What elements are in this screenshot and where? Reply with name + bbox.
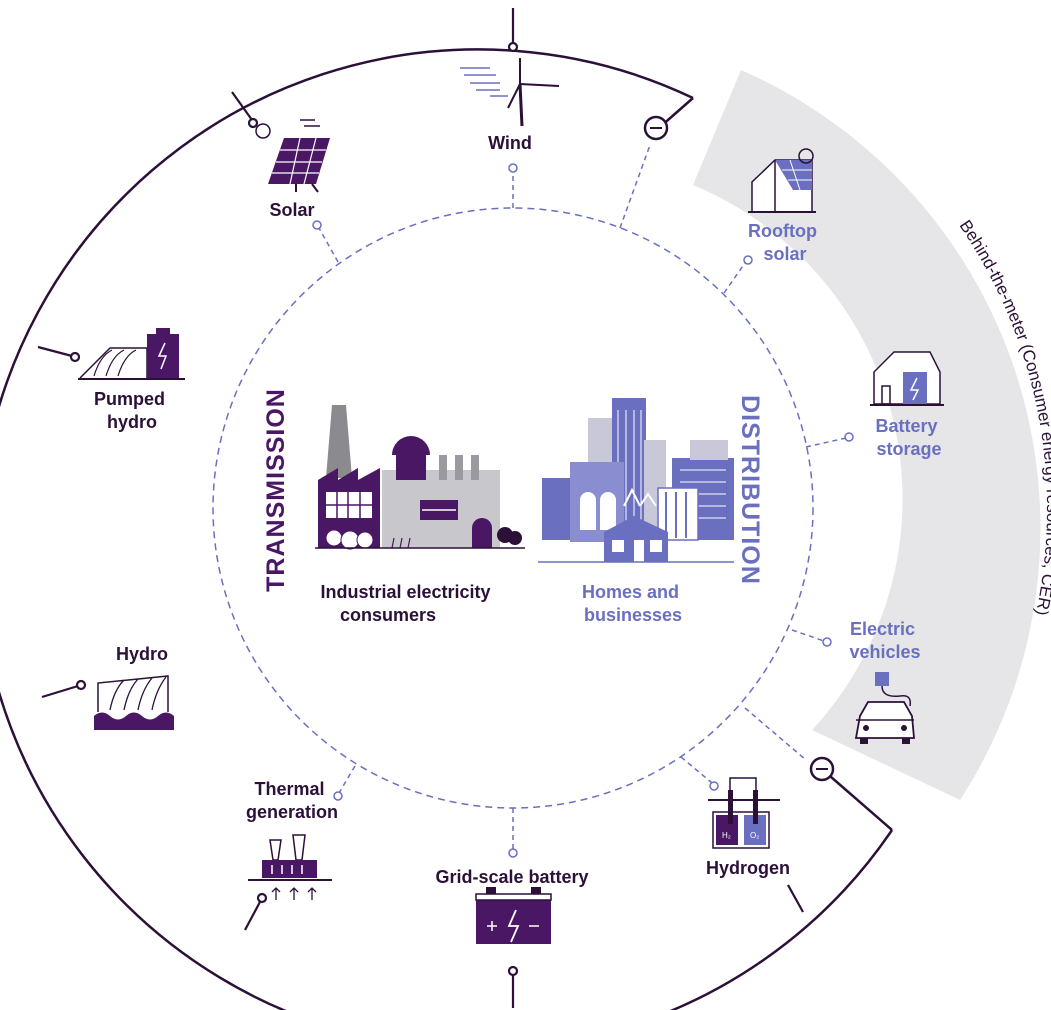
battery-storage-label: Battery storage xyxy=(875,416,942,459)
rooftop-solar-house-icon xyxy=(748,148,816,213)
hydrogen-electrolysis-icon: H₂ O₂ xyxy=(708,777,780,849)
homes-line-1: Homes and xyxy=(582,582,679,602)
electric-vehicles-label: Electric vehicles xyxy=(849,619,920,662)
hydro-dam-icon xyxy=(94,675,174,730)
transmission-label: TRANSMISSION xyxy=(262,388,290,592)
electric-vehicles-line-2: vehicles xyxy=(849,642,920,662)
rooftop-solar-label: Rooftop solar xyxy=(748,221,822,264)
pumped-hydro-label: Pumped hydro xyxy=(94,389,170,432)
thermal-label: Thermal generation xyxy=(246,779,338,822)
solar-label: Solar xyxy=(269,200,314,220)
wind-label: Wind xyxy=(488,133,532,153)
electric-vehicles-line-1: Electric xyxy=(850,619,915,639)
outer-spokes xyxy=(37,8,804,1008)
outer-ring xyxy=(0,48,894,1010)
grid-battery-icon xyxy=(475,887,552,944)
hydro-label: Hydro xyxy=(116,644,168,664)
solar-panel-icon xyxy=(255,119,330,193)
inner-spokes xyxy=(312,144,854,858)
pumped-hydro-line-2: hydro xyxy=(107,412,157,432)
battery-storage-line-2: storage xyxy=(876,439,941,459)
battery-storage-line-1: Battery xyxy=(875,416,937,436)
city-buildings-icon xyxy=(538,398,734,563)
industrial-line-1: Industrial electricity xyxy=(320,582,490,602)
behind-the-meter-band xyxy=(693,70,1041,800)
svg-text:H₂: H₂ xyxy=(722,831,731,840)
pumped-hydro-icon xyxy=(78,328,185,380)
thermal-line-1: Thermal xyxy=(254,779,324,799)
svg-text:O₂: O₂ xyxy=(750,831,759,840)
homes-line-2: businesses xyxy=(584,605,682,625)
grid-battery-label: Grid-scale battery xyxy=(435,867,588,887)
thermal-plant-icon xyxy=(248,834,332,900)
rooftop-solar-line-1: Rooftop xyxy=(748,221,817,241)
thermal-line-2: generation xyxy=(246,802,338,822)
distribution-label: DISTRIBUTION xyxy=(736,395,764,585)
homes-label: Homes and businesses xyxy=(582,582,684,625)
industrial-factory-icon xyxy=(315,405,525,550)
industrial-label: Industrial electricity consumers xyxy=(320,582,495,625)
industrial-line-2: consumers xyxy=(340,605,436,625)
pumped-hydro-line-1: Pumped xyxy=(94,389,165,409)
electric-car-icon xyxy=(854,672,915,744)
wind-turbine-icon xyxy=(460,58,560,127)
rooftop-solar-line-2: solar xyxy=(763,244,806,264)
hydrogen-label: Hydrogen xyxy=(706,858,790,878)
battery-storage-house-icon xyxy=(870,351,944,406)
